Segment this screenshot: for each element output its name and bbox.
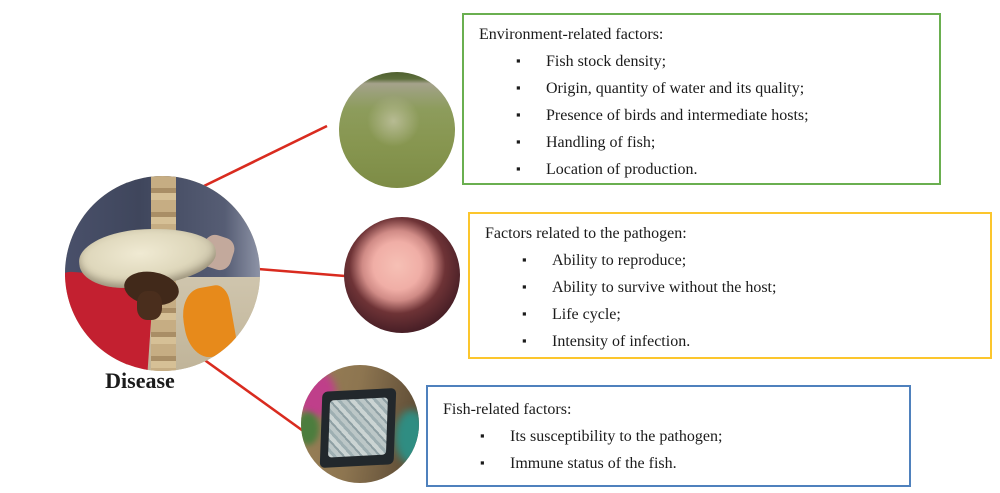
- list-item-text: Location of production.: [546, 161, 698, 178]
- list-item-text: Fish stock density;: [546, 53, 667, 70]
- bullet-square-icon: ▪: [516, 53, 521, 68]
- list-item-text: Origin, quantity of water and its qualit…: [546, 80, 805, 97]
- bullet-square-icon: ▪: [522, 333, 527, 348]
- bullet-square-icon: ▪: [480, 455, 485, 470]
- list-item-text: Intensity of infection.: [552, 333, 691, 350]
- list-item-text: Its susceptibility to the pathogen;: [510, 428, 723, 445]
- box-title: Factors related to the pathogen:: [485, 225, 687, 242]
- photo-part-water-glare: [366, 95, 421, 148]
- list-item: ▪ Life cycle;: [470, 301, 984, 328]
- photo-part-fish-pile: [328, 397, 389, 458]
- list-item: ▪ Location of production.: [464, 156, 933, 183]
- list-item-text: Ability to survive without the host;: [552, 279, 777, 296]
- list-item-text: Life cycle;: [552, 306, 621, 323]
- fish-factors-box: Fish-related factors: ▪ Its susceptibilit…: [426, 385, 911, 487]
- crate-of-fish-photo: [301, 365, 419, 483]
- connector-line-pathogen: [257, 267, 346, 278]
- bullet-square-icon: ▪: [516, 161, 521, 176]
- bullet-square-icon: ▪: [522, 306, 527, 321]
- bullet-square-icon: ▪: [522, 279, 527, 294]
- photo-part-arm: [137, 291, 163, 321]
- pathogen-culture-photo: [344, 217, 460, 333]
- environment-factors-box: Environment-related factors: ▪ Fish stock…: [462, 13, 941, 185]
- list-item: ▪ Ability to reproduce;: [470, 247, 984, 274]
- photo-part-teal-patch: [395, 409, 419, 465]
- list-item: ▪ Immune status of the fish.: [428, 450, 903, 477]
- list-item-text: Presence of birds and intermediate hosts…: [546, 107, 809, 124]
- list-item: ▪ Handling of fish;: [464, 129, 933, 156]
- box-title: Environment-related factors:: [479, 26, 664, 43]
- list-item: ▪ Origin, quantity of water and its quali…: [464, 75, 933, 102]
- photo-part-green-patch: [301, 412, 319, 446]
- bullet-square-icon: ▪: [516, 107, 521, 122]
- list-item: ▪ Its susceptibility to the pathogen;: [428, 423, 903, 450]
- list-item-text: Handling of fish;: [546, 134, 656, 151]
- bullet-square-icon: ▪: [516, 80, 521, 95]
- box-title: Fish-related factors:: [443, 401, 572, 418]
- list-item: ▪ Presence of birds and intermediate host…: [464, 102, 933, 129]
- list-item: ▪ Fish stock density;: [464, 48, 933, 75]
- pathogen-factors-box: Factors related to the pathogen: ▪ Abilit…: [468, 212, 992, 359]
- pond-water-photo: [339, 72, 455, 188]
- disease-center-photo: [65, 176, 260, 371]
- list-item-text: Ability to reproduce;: [552, 252, 687, 269]
- list-item: ▪ Ability to survive without the host;: [470, 274, 984, 301]
- list-item-text: Immune status of the fish.: [510, 455, 677, 472]
- bullet-square-icon: ▪: [480, 428, 485, 443]
- disease-label: Disease: [105, 368, 175, 393]
- list-item: ▪ Intensity of infection.: [470, 328, 984, 355]
- bullet-square-icon: ▪: [522, 252, 527, 267]
- bullet-square-icon: ▪: [516, 134, 521, 149]
